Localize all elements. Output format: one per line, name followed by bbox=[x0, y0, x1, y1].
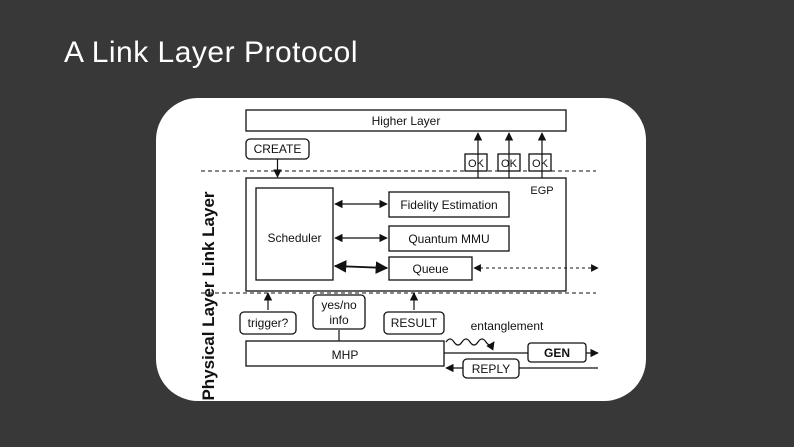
higher-layer-label: Higher Layer bbox=[372, 114, 441, 128]
scheduler-box bbox=[255, 187, 334, 281]
gen-box bbox=[527, 342, 587, 363]
fidelity-box bbox=[388, 191, 510, 218]
entanglement-label: entanglement bbox=[471, 319, 544, 333]
trigger-box bbox=[239, 311, 297, 335]
yesno-label-line2: info bbox=[329, 313, 349, 327]
ok-label-1: OK bbox=[468, 158, 485, 170]
physical-layer-label: Physical Layer bbox=[199, 281, 218, 400]
entanglement-wave bbox=[445, 338, 495, 351]
gen-label: GEN bbox=[544, 346, 570, 360]
yesno-box bbox=[312, 294, 366, 330]
yesno-label-line1: yes/no bbox=[321, 298, 357, 312]
mhp-box bbox=[245, 340, 445, 367]
slide-title: A Link Layer Protocol bbox=[64, 36, 358, 69]
result-label: RESULT bbox=[391, 316, 438, 330]
link-layer-label: Link Layer bbox=[199, 191, 218, 276]
result-box bbox=[383, 311, 445, 335]
qmmu-label: Quantum MMU bbox=[408, 232, 489, 246]
trigger-label: trigger? bbox=[248, 316, 289, 330]
scheduler-label: Scheduler bbox=[267, 231, 321, 245]
egp-label: EGP bbox=[530, 185, 553, 197]
scheduler-queue-arrow bbox=[333, 260, 389, 274]
mhp-label: MHP bbox=[332, 348, 359, 362]
queue-label: Queue bbox=[412, 262, 448, 276]
ok-label-3: OK bbox=[532, 158, 549, 170]
queue-box bbox=[388, 256, 473, 281]
qmmu-box bbox=[388, 225, 510, 252]
higher-layer-box bbox=[245, 109, 567, 132]
fidelity-label: Fidelity Estimation bbox=[400, 198, 497, 212]
ok-box-1 bbox=[464, 153, 488, 172]
protocol-diagram: Link Layer Physical Layer Higher Layer C… bbox=[199, 109, 599, 401]
ok-box-3 bbox=[528, 153, 552, 172]
diagram-card: Link Layer Physical Layer Higher Layer C… bbox=[156, 98, 646, 401]
reply-box bbox=[462, 358, 520, 379]
reply-label: REPLY bbox=[472, 362, 510, 376]
create-label: CREATE bbox=[254, 142, 302, 156]
